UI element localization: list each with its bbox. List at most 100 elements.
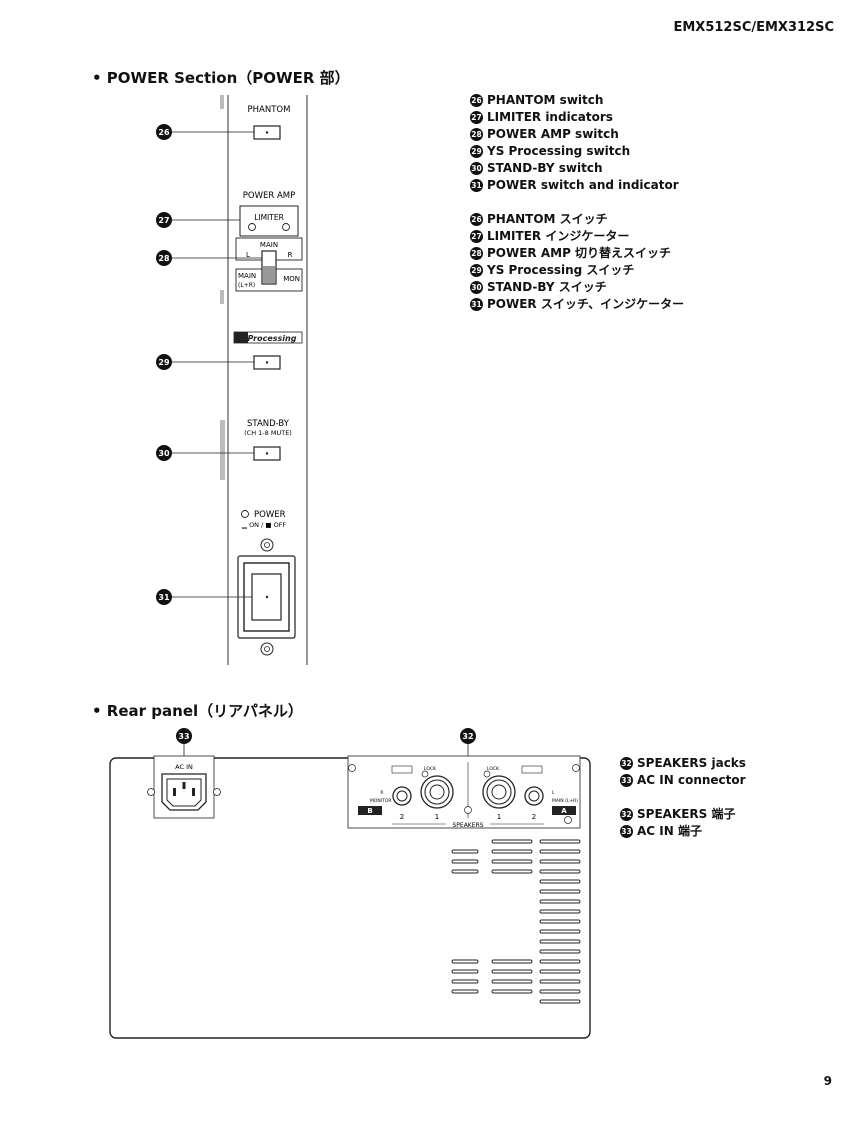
legend-text: PHANTOM スイッチ	[487, 212, 608, 226]
legend-text: AC IN 端子	[637, 824, 702, 838]
legend-number: 30	[470, 162, 483, 175]
legend-number: 29	[470, 264, 483, 277]
callout-29: 29	[158, 358, 170, 367]
legend-item: 26 PHANTOM switch	[470, 92, 684, 109]
legend-text: YS Processing switch	[487, 144, 631, 158]
jack-1-right-label: 1	[497, 813, 501, 821]
monitor-label: MONITOR	[370, 798, 392, 804]
speakers-label: SPEAKERS	[452, 822, 483, 829]
ac-pin-left	[173, 788, 176, 796]
main-lr-rear-label: MAIN (L+R)	[552, 798, 578, 804]
legend-text: PHANTOM switch	[487, 93, 604, 107]
model-name: EMX512SC/EMX312SC	[673, 20, 834, 35]
legend-item: 29 YS Processing switch	[470, 143, 684, 160]
speakers-screw	[348, 764, 356, 772]
legend-text: LIMITER インジケーター	[487, 229, 630, 243]
legend-number: 33	[620, 774, 633, 787]
callout-30: 30	[158, 449, 170, 458]
legend-item: 33 AC IN 端子	[620, 823, 746, 840]
main-l-label: L	[552, 790, 555, 796]
a-label-block	[552, 806, 576, 815]
speakon-lock-left	[421, 770, 429, 778]
legend-text: LIMITER indicators	[487, 110, 613, 124]
legend-text: POWER AMP 切り替えスイッチ	[487, 246, 672, 260]
legend-number: 30	[470, 281, 483, 294]
legend-text: AC IN connector	[637, 773, 746, 787]
legend-item: 30 STAND-BY switch	[470, 160, 684, 177]
speakers-screw	[564, 816, 572, 824]
legend-number: 26	[470, 94, 483, 107]
screw-top-inner	[264, 542, 270, 548]
legend-text: POWER switch and indicator	[487, 178, 679, 192]
ac-in-inner	[166, 778, 202, 807]
legend-text: POWER AMP switch	[487, 127, 619, 141]
jack-2-left-label: 2	[400, 813, 404, 821]
standby-switch-dot	[265, 452, 269, 455]
speakers-screw	[572, 764, 580, 772]
callout-badge-31	[156, 589, 172, 605]
ys-switch-dot	[265, 361, 269, 364]
panel-marker	[220, 290, 224, 304]
page-number: 9	[823, 1074, 832, 1088]
standby-sub: (CH 1-8 MUTE)	[244, 429, 292, 437]
screw-bottom-inner	[264, 646, 270, 652]
rear-panel-diagram: 33 AC IN 32 R MONITOR B 2 LOCK 1 LOCK 1 …	[109, 728, 591, 1039]
ac-in-label: AC IN	[175, 763, 193, 771]
callout-badge-30	[156, 445, 172, 461]
rear-panel-title: • Rear panel（リアパネル）	[92, 702, 303, 720]
jack-2-right-label: 2	[532, 813, 536, 821]
monitor-r-label: R	[380, 790, 383, 796]
phantom-label: PHANTOM	[248, 105, 291, 115]
wiring-symbol-left	[391, 765, 413, 774]
l-label: L	[246, 251, 250, 259]
legend-number: 29	[470, 145, 483, 158]
legend-item: 30 STAND-BY スイッチ	[470, 279, 684, 296]
limiter-indicator-right	[282, 223, 290, 231]
panel-marker	[220, 420, 225, 480]
ac-pin-right	[192, 788, 195, 796]
main-phone-jack-inner	[528, 790, 540, 802]
legend-text: STAND-BY switch	[487, 161, 603, 175]
legend-text: SPEAKERS jacks	[637, 756, 746, 770]
limiter-box	[239, 205, 299, 237]
limiter-indicator-left	[248, 223, 256, 231]
callout-badge-27	[156, 212, 172, 228]
ac-in-screw-left	[147, 788, 155, 796]
power-section-title: • POWER Section（POWER 部）	[92, 69, 350, 87]
legend-number: 31	[470, 298, 483, 311]
main-lr-label: MAIN	[238, 272, 256, 280]
legend-number: 28	[470, 247, 483, 260]
legend-text: STAND-BY スイッチ	[487, 280, 607, 294]
b-label: B	[367, 807, 372, 815]
ys-processing-label: YSProcessing	[236, 334, 297, 343]
mon-label: MON	[283, 275, 300, 283]
power-legend-en: 26 PHANTOM switch 27 LIMITER indicators 28…	[470, 92, 684, 313]
main-lr-sub: (L+R)	[238, 282, 255, 289]
callout-badge-33	[176, 728, 192, 744]
power-amp-switch-lever	[263, 266, 275, 283]
ys-logo-block	[234, 332, 248, 343]
legend-item: 33 AC IN connector	[620, 772, 746, 789]
callout-badge-29	[156, 354, 172, 370]
monitor-phone-jack-inner	[396, 790, 408, 802]
jack-1-left-label: 1	[435, 813, 439, 821]
legend-number: 33	[620, 825, 633, 838]
ac-pin-ground	[182, 782, 186, 789]
legend-text: POWER スイッチ、インジケーター	[487, 297, 685, 311]
legend-item: 27 LIMITER indicators	[470, 109, 684, 126]
r-label: R	[288, 251, 293, 259]
b-label-block	[358, 806, 382, 815]
a-label: A	[561, 807, 567, 815]
limiter-label: LIMITER	[254, 213, 284, 222]
power-section-diagram: PHANTOM 26 POWER AMP LIMITER 27 MAIN L R…	[156, 95, 308, 665]
legend-number: 27	[470, 111, 483, 124]
legend-number: 32	[620, 808, 633, 821]
callout-26: 26	[158, 128, 170, 137]
power-switch-dot	[265, 595, 269, 599]
